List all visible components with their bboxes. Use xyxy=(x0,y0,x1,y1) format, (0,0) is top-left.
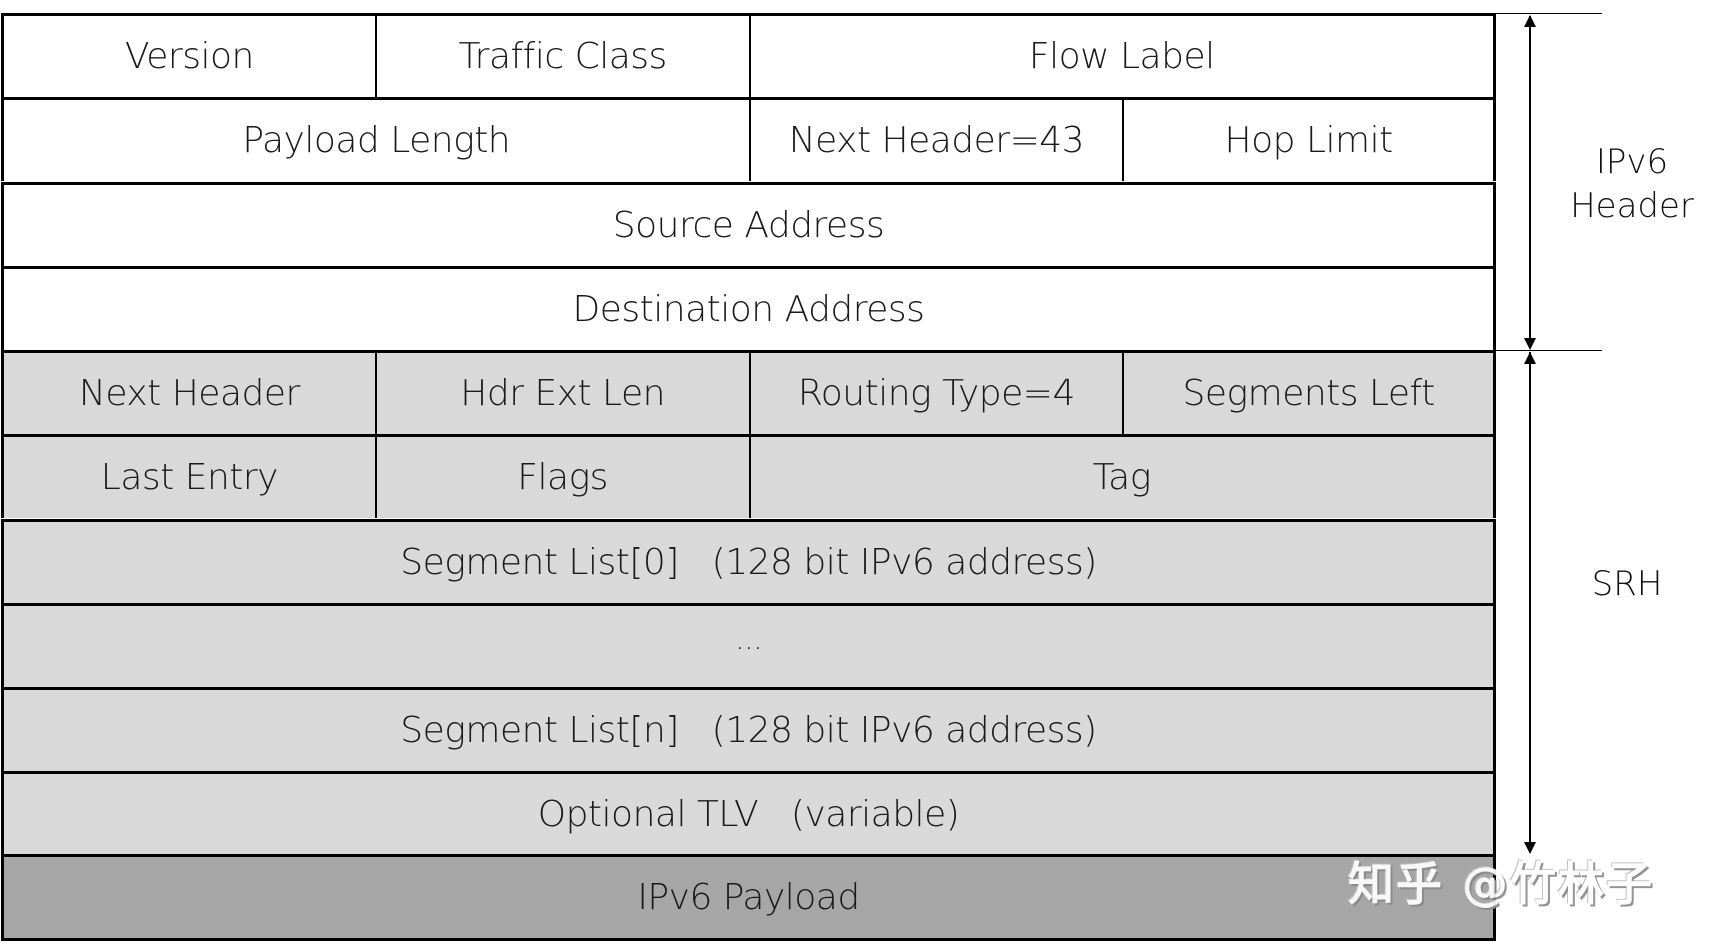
field-hop-limit: Hop Limit xyxy=(1122,100,1496,181)
srh-row-last-entry: Last Entry Flags Tag xyxy=(1,434,1496,518)
bracket-top-line xyxy=(1496,13,1602,14)
srh-label: SRH xyxy=(1591,564,1663,604)
ipv6-header-label-line1: IPv6 xyxy=(1595,142,1669,182)
field-hdr-ext-len: Hdr Ext Len xyxy=(374,353,749,434)
field-source-address: Source Address xyxy=(1,185,1496,266)
field-optional-tlv: Optional TLV (variable) xyxy=(1,774,1496,855)
field-flow-label: Flow Label xyxy=(748,16,1496,97)
field-next-header-43: Next Header=43 xyxy=(748,100,1123,181)
field-ipv6-payload: IPv6 Payload xyxy=(1,857,1496,938)
srh-row-next-header: Next Header Hdr Ext Len Routing Type=4 S… xyxy=(1,350,1496,434)
srh-row-segment-list-n: Segment List[n] (128 bit IPv6 address) xyxy=(1,687,1496,771)
field-flags: Flags xyxy=(374,437,749,518)
arrow-up-icon xyxy=(1524,15,1536,27)
payload-row: IPv6 Payload xyxy=(1,854,1496,941)
field-destination-address: Destination Address xyxy=(1,269,1496,350)
field-segments-left: Segments Left xyxy=(1122,353,1496,434)
field-last-entry: Last Entry xyxy=(1,437,375,518)
watermark: 知乎 @竹林子 xyxy=(1348,857,1655,911)
arrow-down-icon xyxy=(1524,338,1536,350)
field-segment-list-0: Segment List[0] (128 bit IPv6 address) xyxy=(1,522,1496,603)
ipv6-row-payload-length: Payload Length Next Header=43 Hop Limit xyxy=(1,97,1496,181)
field-traffic-class: Traffic Class xyxy=(374,16,749,97)
arrow-down-icon xyxy=(1524,842,1536,854)
srh-row-ellipsis: ... xyxy=(1,603,1496,687)
arrow-up-icon xyxy=(1524,352,1536,364)
field-payload-length: Payload Length xyxy=(1,100,749,181)
field-tag: Tag xyxy=(748,437,1496,518)
ipv6-row-version: Version Traffic Class Flow Label xyxy=(1,13,1496,97)
srh-row-optional-tlv: Optional TLV (variable) xyxy=(1,771,1496,855)
bracket-mid-line xyxy=(1496,350,1602,351)
srh-span-arrow xyxy=(1529,352,1531,852)
field-srh-next-header: Next Header xyxy=(1,353,375,434)
field-segment-list-n: Segment List[n] (128 bit IPv6 address) xyxy=(1,690,1496,771)
ipv6-header-label: IPv6 Header xyxy=(1562,140,1702,228)
ipv6-row-destination: Destination Address xyxy=(1,266,1496,350)
field-segment-list-ellipsis: ... xyxy=(1,606,1496,687)
ipv6-header-span-arrow xyxy=(1529,16,1531,348)
ipv6-header-label-line2: Header xyxy=(1570,186,1694,226)
ipv6-row-source: Source Address xyxy=(1,182,1496,266)
field-version: Version xyxy=(1,16,375,97)
srh-row-segment-list-0: Segment List[0] (128 bit IPv6 address) xyxy=(1,519,1496,603)
field-routing-type: Routing Type=4 xyxy=(748,353,1123,434)
